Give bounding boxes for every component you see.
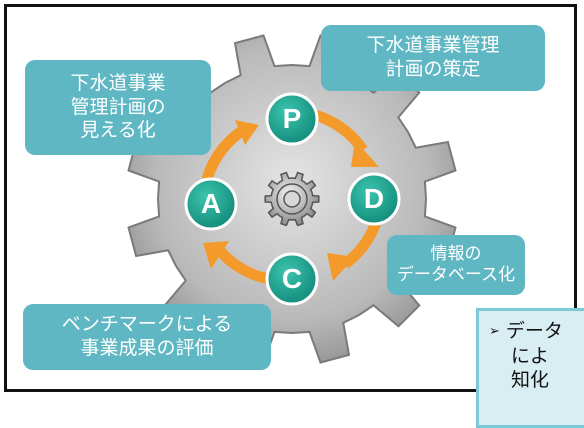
node-act: A [184, 177, 238, 231]
note-box: ➢ データ によ 知化 [476, 308, 584, 428]
arrowhead-plan [235, 120, 259, 145]
callout-benchmark-line-2: 事業成果の評価 [80, 337, 214, 359]
callout-database-line-2: データベース化 [396, 265, 516, 285]
node-letter-do: D [364, 183, 384, 214]
callout-benchmark-line-1: ベンチマークによる [61, 313, 233, 336]
node-check: C [265, 252, 319, 306]
diagram-frame: P D C A 下水道事業 管理計画の 見える化 下水道事業管理 計画の策定 情… [4, 4, 577, 392]
callout-visualization: 下水道事業 管理計画の 見える化 [25, 60, 211, 155]
callout-visualization-line-1: 下水道事業 [70, 71, 166, 94]
callout-database-line-1: 情報の [430, 243, 482, 264]
small-gear-icon [264, 171, 320, 227]
note-line-1: データ [505, 320, 563, 342]
node-letter-act: A [201, 188, 221, 219]
node-letter-check: C [282, 263, 302, 294]
node-do: D [347, 172, 401, 226]
callout-benchmark: ベンチマークによる 事業成果の評価 [23, 304, 271, 370]
arrowhead-act [203, 241, 229, 269]
callout-planning-line-2: 計画の策定 [385, 58, 481, 80]
node-letter-plan: P [283, 103, 302, 134]
callout-visualization-line-2: 管理計画の [70, 95, 166, 118]
arrow-check-to-act [215, 247, 271, 285]
callout-database: 情報の データベース化 [387, 235, 525, 295]
note-line-2: によ [511, 344, 550, 367]
note-line-3: 知化 [511, 369, 550, 392]
node-plan: P [265, 92, 319, 146]
callout-planning-line-1: 下水道事業管理 [366, 34, 500, 57]
callout-planning: 下水道事業管理 計画の策定 [321, 25, 545, 91]
arrowhead-check [327, 253, 355, 281]
arrowhead-do [351, 140, 379, 167]
bullet-arrow-icon: ➢ [489, 324, 500, 339]
callout-visualization-line-3: 見える化 [80, 119, 156, 142]
